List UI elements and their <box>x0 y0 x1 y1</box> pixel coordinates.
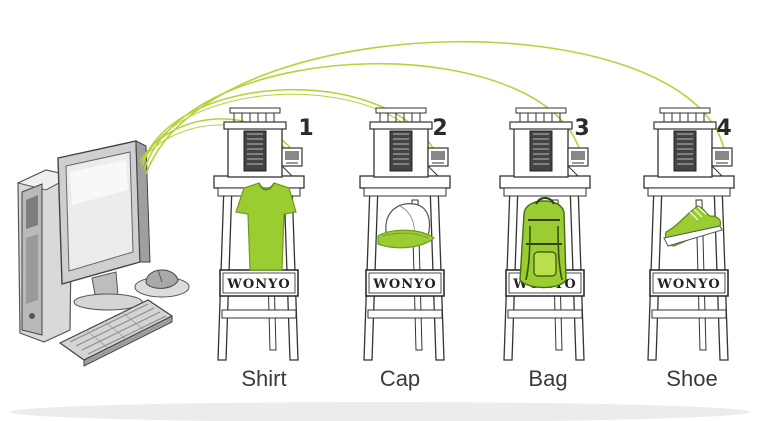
machine-4: WONYO 4 Shoe <box>643 107 735 391</box>
machine-number: 2 <box>432 116 447 141</box>
machine-2: WONYO 2 Cap <box>359 107 451 391</box>
brand-plate: WONYO <box>372 277 436 292</box>
machine-3: WONYO 3 Bag <box>499 107 591 391</box>
computer-tower-icon <box>16 169 74 343</box>
machine-1: WONYO 1 Shirt <box>213 107 314 391</box>
cap-icon <box>377 203 435 249</box>
mouse-icon <box>134 269 190 298</box>
backpack-icon <box>519 197 567 289</box>
machine-label: Cap <box>380 366 420 391</box>
machine-label: Shoe <box>666 366 717 391</box>
shoe-icon <box>663 205 723 247</box>
machine-label: Bag <box>528 366 567 391</box>
monitor-icon <box>57 140 151 311</box>
machine-number: 3 <box>574 116 589 141</box>
machine-number: 4 <box>716 116 731 141</box>
wire-to-machine-4 <box>145 40 727 175</box>
keyboard-icon <box>58 299 174 367</box>
floor-shadow <box>10 402 750 421</box>
computer <box>16 140 190 367</box>
brand-plate: WONYO <box>656 277 720 292</box>
brand-plate: WONYO <box>226 277 290 292</box>
machine-number: 1 <box>298 116 313 141</box>
machine-label: Shirt <box>241 366 286 391</box>
shirt-icon <box>235 182 297 271</box>
